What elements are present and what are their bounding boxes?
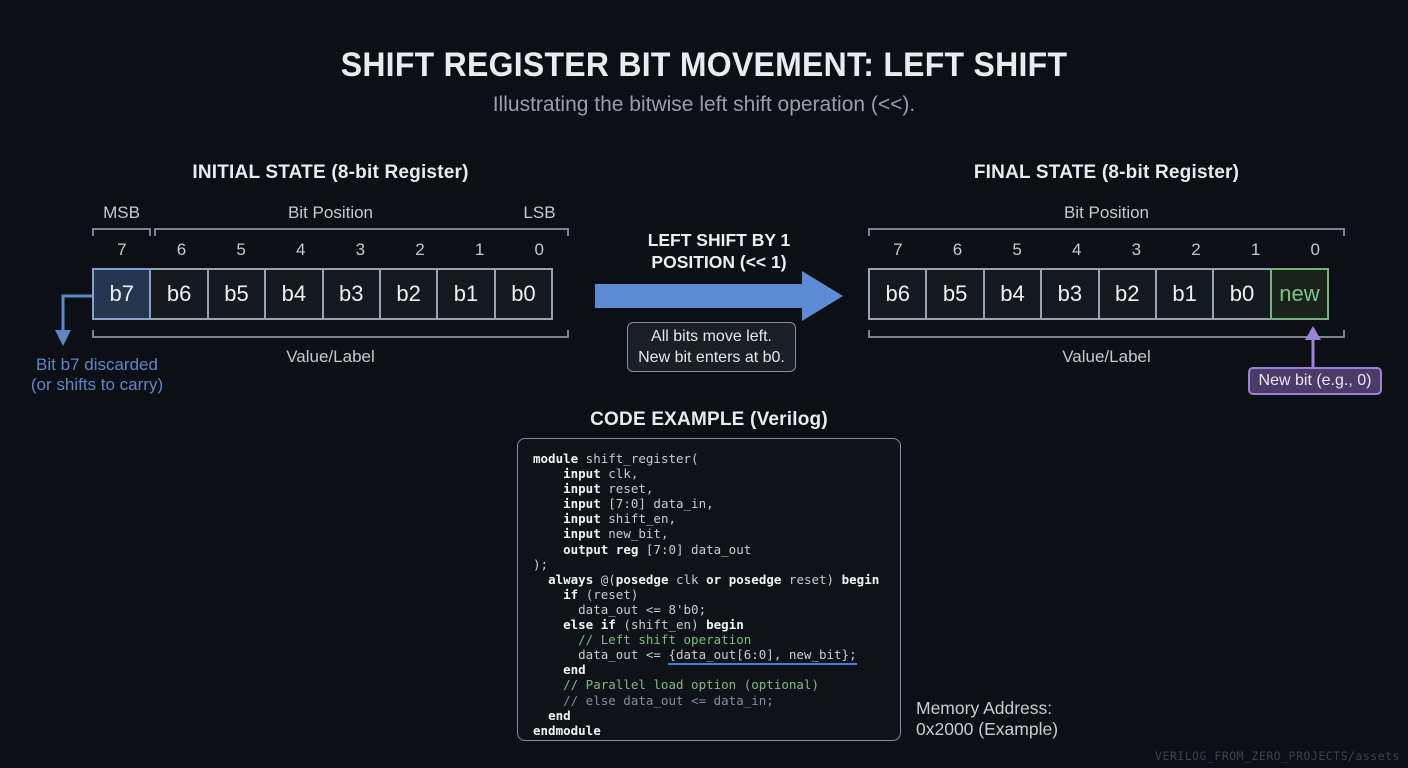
initial-cell-b5: b5 [206,268,267,320]
final-bit-position-label: Bit Position [1063,203,1150,222]
initial-register: b7 b6 b5 b4 b3 b2 b1 b0 [92,268,554,320]
final-pos-4: 4 [1071,240,1082,259]
final-cell-new: new [1269,268,1330,320]
initial-pos-0: 0 [534,240,544,259]
shift-operation-label: LEFT SHIFT BY 1 POSITION (<< 1) [595,229,843,273]
shift-note-line2: New bit enters at b0. [638,349,785,366]
final-pos-2: 2 [1191,240,1201,259]
initial-pos-2: 2 [415,240,425,259]
final-cell-b3: b3 [1040,268,1100,320]
final-state-title: FINAL STATE (8-bit Register) [973,162,1240,183]
final-pos-1: 1 [1250,240,1261,259]
initial-cell-b3: b3 [321,268,381,320]
initial-pos-6: 6 [176,240,187,259]
initial-pos-5: 5 [236,240,246,259]
initial-bit-position-bracket [154,228,569,236]
discard-note: Bit b7 discarded (or shifts to carry) [7,355,187,395]
final-cell-b4: b4 [982,268,1043,320]
watermark: VERILOG_FROM_ZERO_PROJECTS/assets [1155,749,1400,763]
shift-note-line1: All bits move left. [651,328,772,345]
final-pos-0: 0 [1310,240,1320,259]
final-cell-b5: b5 [925,268,985,320]
final-pos-7: 7 [893,240,903,259]
initial-cell-b2: b2 [378,268,439,320]
shift-label-line1: LEFT SHIFT BY 1 [647,230,791,250]
initial-cell-b7: b7 [92,268,152,320]
initial-pos-7: 7 [117,240,127,259]
page-title: SHIFT REGISTER BIT MOVEMENT: LEFT SHIFT [340,46,1068,84]
initial-cell-b1: b1 [436,268,496,320]
final-cell-b2: b2 [1097,268,1157,320]
new-bit-badge: New bit (e.g., 0) [1248,367,1382,395]
shift-label-line2: POSITION (<< 1) [651,252,787,272]
initial-value-bracket [92,330,569,338]
final-cell-b0: b0 [1212,268,1272,320]
initial-position-row: 7 6 5 4 3 2 1 0 [92,240,569,260]
initial-bit-position-label: Bit Position [287,203,374,222]
code-example-title: CODE EXAMPLE (Verilog) [590,409,828,430]
final-bit-position-bracket [868,228,1345,236]
initial-value-label: Value/Label [286,347,375,366]
new-bit-arrow [1305,326,1321,368]
discard-note-line1: Bit b7 discarded [36,355,158,374]
memory-address-line2: 0x2000 (Example) [916,719,1059,739]
left-shift-arrow [595,271,843,321]
lsb-label: LSB [523,203,556,222]
msb-label: MSB [103,203,140,222]
discard-note-line2: (or shifts to carry) [30,375,164,394]
final-pos-5: 5 [1012,240,1022,259]
initial-pos-3: 3 [355,240,366,259]
final-cell-b1: b1 [1154,268,1215,320]
final-register: b6 b5 b4 b3 b2 b1 b0 new [868,268,1330,320]
memory-address-note: Memory Address: 0x2000 (Example) [916,698,1058,740]
initial-pos-1: 1 [474,240,485,259]
final-pos-6: 6 [952,240,963,259]
page-subtitle: Illustrating the bitwise left shift oper… [492,93,916,116]
memory-address-line1: Memory Address: [916,698,1053,718]
initial-pos-4: 4 [295,240,306,259]
verilog-code-block: module shift_register( input clk, input … [517,438,901,741]
initial-msb-bracket [92,228,151,236]
initial-cell-b0: b0 [493,268,554,320]
discard-arrow [55,294,98,346]
final-position-row: 7 6 5 4 3 2 1 0 [868,240,1345,260]
initial-state-title: INITIAL STATE (8-bit Register) [192,162,469,183]
final-value-label: Value/Label [1062,347,1151,366]
shift-note-box: All bits move left. New bit enters at b0… [627,322,796,372]
final-value-bracket [868,330,1345,338]
initial-cell-b6: b6 [149,268,209,320]
final-cell-b6: b6 [868,268,928,320]
final-pos-3: 3 [1131,240,1142,259]
initial-cell-b4: b4 [264,268,324,320]
